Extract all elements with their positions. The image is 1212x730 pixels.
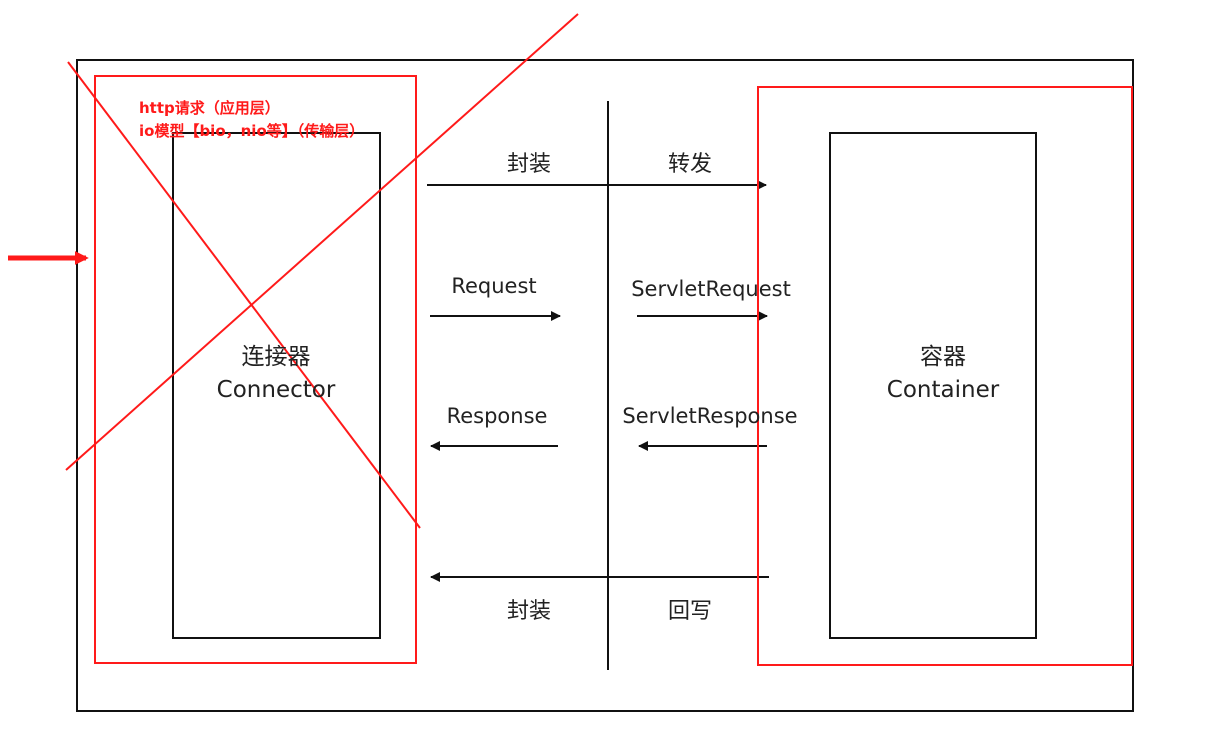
connector-highlight — [94, 75, 417, 664]
connector-title: 连接器 Connector — [217, 341, 336, 407]
container-title-cn: 容器 — [920, 344, 966, 370]
label-forward: 转发 — [667, 152, 713, 177]
connector-title-en: Connector — [216, 377, 336, 403]
container-title-en: Container — [886, 377, 1000, 403]
connector-title-cn: 连接器 — [241, 344, 311, 370]
container-title: 容器 Container — [887, 341, 999, 407]
label-servlet-request: ServletRequest — [631, 277, 791, 301]
label-response: Response — [446, 404, 548, 428]
container-highlight — [757, 86, 1133, 666]
cross-out-stroke-1 — [67, 61, 421, 529]
label-write-back: 回写 — [667, 599, 713, 624]
connector-box — [172, 132, 381, 639]
label-wrap-bottom: 封装 — [506, 599, 552, 624]
annotation-line-2: io模型【bio，nio等】（传输层） — [139, 122, 365, 140]
label-wrap-top: 封装 — [506, 152, 552, 177]
label-servlet-response: ServletResponse — [622, 404, 798, 428]
container-box — [829, 132, 1037, 639]
label-request: Request — [451, 274, 537, 298]
annotation-line-1: http请求（应用层） — [139, 99, 280, 117]
cross-out-stroke-2 — [65, 13, 579, 471]
layer-annotation: http请求（应用层） io模型【bio，nio等】（传输层） — [139, 97, 364, 143]
